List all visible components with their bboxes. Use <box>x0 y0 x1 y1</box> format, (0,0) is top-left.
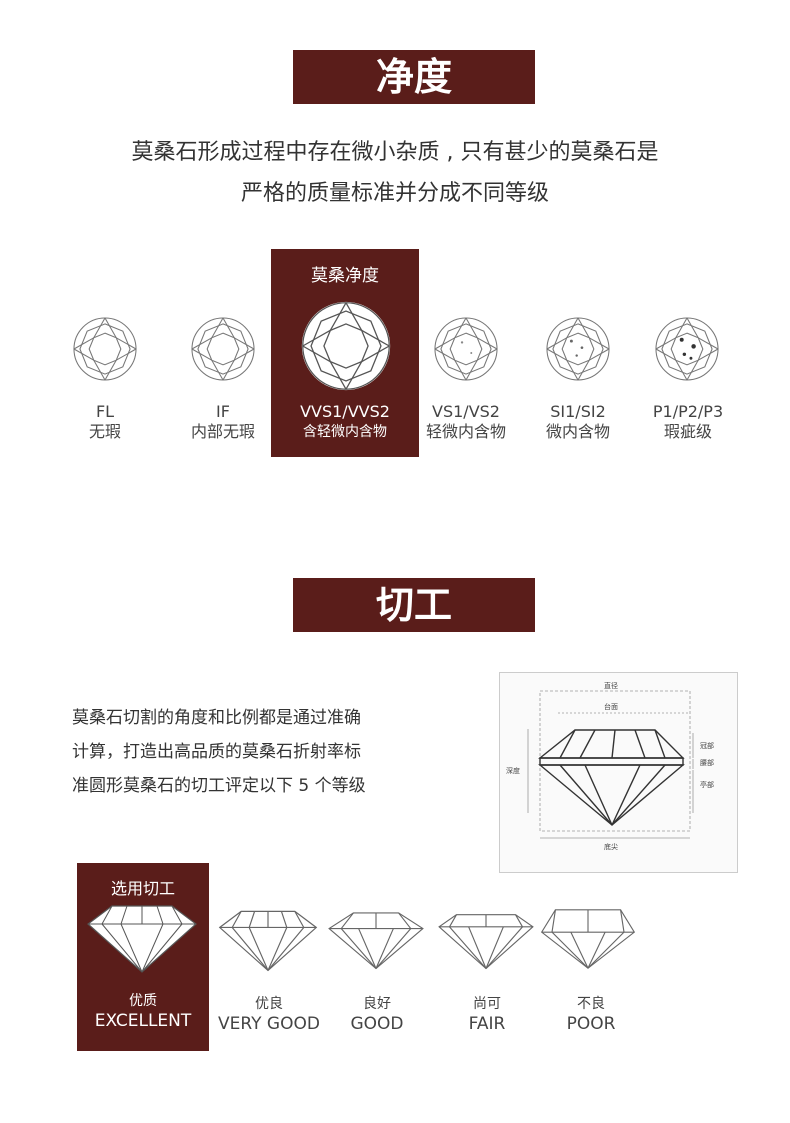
clarity-grade-code: FL <box>95 402 115 421</box>
clarity-grade-p: P1/P2/P3 瑕疵级 <box>633 402 743 442</box>
diagram-label-girdle: 腰部 <box>700 758 714 767</box>
diagram-label-pavilion: 亭部 <box>700 780 714 789</box>
round-diamond-p-icon <box>655 317 719 381</box>
clarity-grade-name: 含轻微内含物 <box>303 424 387 440</box>
diagram-label-crown: 冠部 <box>700 741 714 750</box>
cut-grade-good: 良好 GOOD <box>330 994 424 1034</box>
cut-grade-en: POOR <box>566 1014 616 1034</box>
diagram-label-depth: 深度 <box>506 766 520 775</box>
cut-grade-en: EXCELLENT <box>94 1011 192 1031</box>
round-diamond-vvs-icon <box>301 301 391 391</box>
cut-intro-line-2: 计算，打造出高品质的莫桑石折射率标 <box>72 742 361 762</box>
clarity-grade-name: 微内含物 <box>545 422 610 441</box>
clarity-intro-line-1: 莫桑石形成过程中存在微小杂质 , 只有甚少的莫桑石是 <box>131 140 659 165</box>
diagram-label-diameter: 直径 <box>604 681 618 690</box>
diamond-proportion-diagram: 直径 台面 深度 冠部 腰部 亭部 底尖 <box>499 672 738 873</box>
clarity-title-banner: 净度 <box>293 50 535 104</box>
diamond-profile-fair-icon <box>438 914 534 970</box>
round-diamond-vs-icon <box>434 317 498 381</box>
diamond-profile-good-icon <box>328 912 424 970</box>
cut-grade-cn: 不良 <box>577 996 605 1012</box>
diamond-profile-excellent-icon <box>87 905 197 973</box>
cut-grade-fair: 尚可 FAIR <box>440 994 534 1034</box>
cut-grade-cn: 良好 <box>363 996 391 1012</box>
diagram-label-culet: 底尖 <box>604 842 618 851</box>
clarity-grade-code: IF <box>216 402 230 421</box>
cut-intro-line-1: 莫桑石切割的角度和比例都是通过准确 <box>72 708 361 728</box>
clarity-grade-fl: FL 无瑕 <box>55 402 155 442</box>
cut-title-banner: 切工 <box>293 578 535 632</box>
clarity-grade-name: 瑕疵级 <box>663 422 712 441</box>
diamond-profile-poor-icon <box>540 909 636 969</box>
clarity-grade-si: SI1/SI2 微内含物 <box>528 402 628 442</box>
round-diamond-fl-icon <box>73 317 137 381</box>
cut-grade-poor: 不良 POOR <box>544 994 638 1034</box>
clarity-grade-name: 无瑕 <box>88 422 121 441</box>
cut-grade-very-good: 优良 VERY GOOD <box>212 994 326 1034</box>
round-diamond-if-icon <box>191 317 255 381</box>
diamond-profile-icon: 直径 台面 深度 冠部 腰部 亭部 底尖 <box>506 681 714 851</box>
clarity-grade-code: VS1/VS2 <box>432 402 500 421</box>
round-diamond-si-icon <box>546 317 610 381</box>
cut-grade-cn: 优良 <box>255 996 283 1012</box>
cut-grade-excellent: 优质 EXCELLENT <box>77 991 209 1031</box>
clarity-grade-name: 轻微内含物 <box>425 422 506 441</box>
cut-grade-en: VERY GOOD <box>218 1014 320 1034</box>
clarity-highlight-title: 莫桑净度 <box>311 266 379 286</box>
clarity-intro-line-2: 严格的质量标准并分成不同等级 <box>240 181 549 206</box>
clarity-grade-code: SI1/SI2 <box>550 402 606 421</box>
clarity-grade-code: VVS1/VVS2 <box>300 402 390 421</box>
clarity-grade-if: IF 内部无瑕 <box>172 402 274 442</box>
cut-grade-en: GOOD <box>350 1014 404 1034</box>
clarity-grade-vs: VS1/VS2 轻微内含物 <box>416 402 516 442</box>
cut-highlight-title: 选用切工 <box>110 879 175 898</box>
diagram-label-table: 台面 <box>604 702 618 711</box>
cut-grade-cn: 尚可 <box>473 996 501 1012</box>
cut-grade-cn: 优质 <box>129 993 157 1009</box>
cut-intro-line-3: 准圆形莫桑石的切工评定以下 5 个等级 <box>72 776 366 796</box>
clarity-grade-name: 内部无瑕 <box>190 422 255 441</box>
clarity-grade-vvs: VVS1/VVS2 含轻微内含物 <box>271 402 419 442</box>
cut-grade-en: FAIR <box>468 1014 506 1034</box>
diamond-profile-very-good-icon <box>218 910 318 972</box>
clarity-grade-code: P1/P2/P3 <box>652 402 724 421</box>
